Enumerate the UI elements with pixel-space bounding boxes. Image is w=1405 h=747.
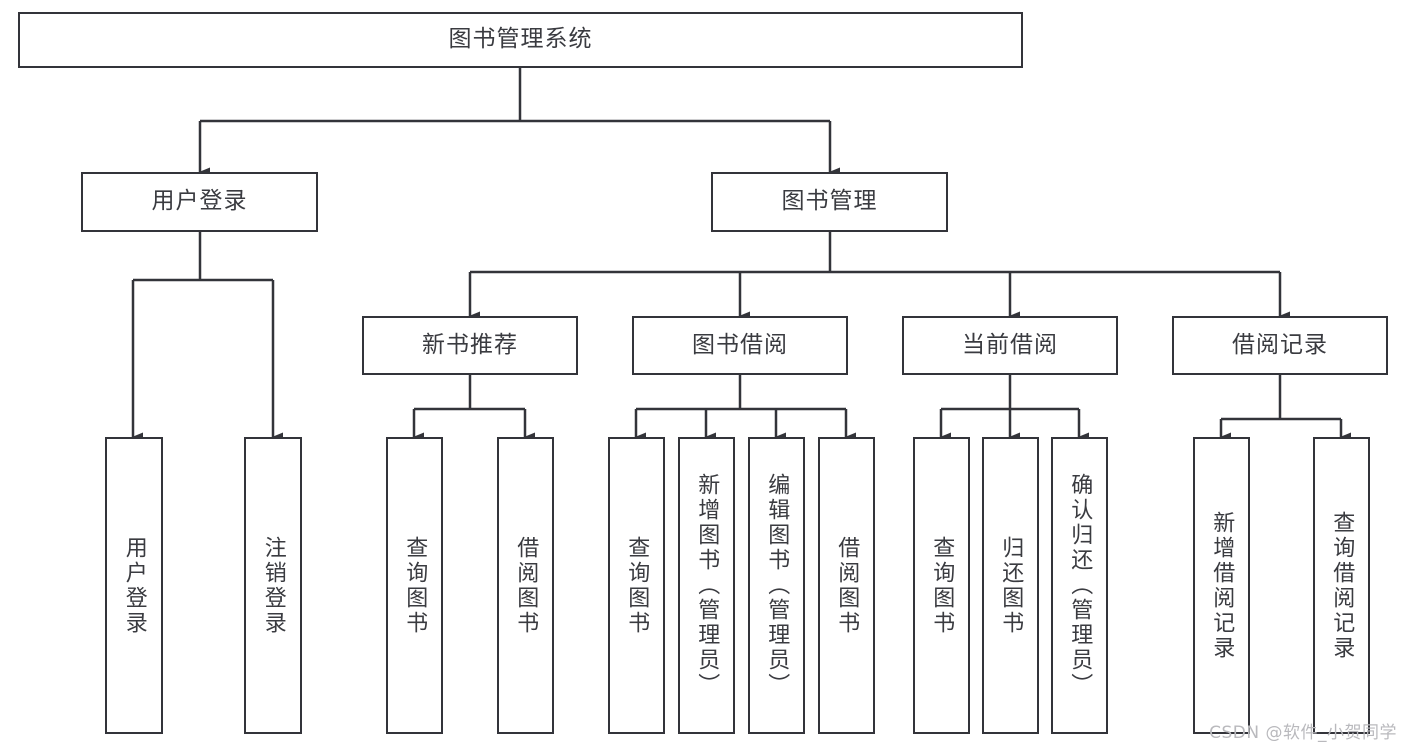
node-user-login[interactable]: 用户登录 [81, 172, 318, 232]
node-leaf-borrow-book-2[interactable]: 借阅图书 [818, 437, 875, 734]
node-leaf-user-logout-label: 注销登录 [260, 535, 286, 636]
node-leaf-query-book-1-label: 查询图书 [402, 535, 428, 636]
node-leaf-user-login[interactable]: 用户登录 [105, 437, 163, 734]
node-leaf-query-book-1[interactable]: 查询图书 [386, 437, 443, 734]
node-user-login-label: 用户登录 [151, 188, 248, 215]
node-leaf-user-logout[interactable]: 注销登录 [244, 437, 302, 734]
node-leaf-confirm-return[interactable]: 确认归还（管理员） [1051, 437, 1108, 734]
node-current-borrow-label: 当前借阅 [962, 331, 1058, 358]
node-leaf-return-book[interactable]: 归还图书 [982, 437, 1039, 734]
watermark: CSDN @软件_小贺同学 [1209, 723, 1397, 743]
node-leaf-edit-book[interactable]: 编辑图书（管理员） [748, 437, 805, 734]
node-leaf-query-book-3-label: 查询图书 [929, 535, 955, 636]
node-leaf-add-record-label: 新增借阅记录 [1209, 510, 1235, 661]
node-borrow-record[interactable]: 借阅记录 [1172, 316, 1388, 375]
node-leaf-borrow-book-2-label: 借阅图书 [834, 535, 860, 636]
node-leaf-add-record[interactable]: 新增借阅记录 [1193, 437, 1250, 734]
node-book-manage[interactable]: 图书管理 [711, 172, 948, 232]
node-leaf-add-book[interactable]: 新增图书（管理员） [678, 437, 735, 734]
node-leaf-query-book-2[interactable]: 查询图书 [608, 437, 665, 734]
node-new-book-recommend-label: 新书推荐 [422, 331, 518, 358]
node-leaf-edit-book-label: 编辑图书（管理员） [764, 473, 790, 698]
node-leaf-query-record[interactable]: 查询借阅记录 [1313, 437, 1370, 734]
node-leaf-return-book-label: 归还图书 [998, 535, 1024, 636]
node-borrow-record-label: 借阅记录 [1232, 331, 1328, 358]
node-current-borrow[interactable]: 当前借阅 [902, 316, 1118, 375]
node-leaf-confirm-return-label: 确认归还（管理员） [1067, 473, 1093, 698]
node-leaf-user-login-label: 用户登录 [121, 535, 147, 636]
node-leaf-query-book-2-label: 查询图书 [624, 535, 650, 636]
node-leaf-query-record-label: 查询借阅记录 [1329, 510, 1355, 661]
node-leaf-query-book-3[interactable]: 查询图书 [913, 437, 970, 734]
node-book-manage-label: 图书管理 [781, 188, 878, 215]
node-book-borrow[interactable]: 图书借阅 [632, 316, 848, 375]
node-root-label: 图书管理系统 [448, 26, 593, 53]
node-leaf-add-book-label: 新增图书（管理员） [694, 473, 720, 698]
node-leaf-borrow-book-1-label: 借阅图书 [513, 535, 539, 636]
node-book-borrow-label: 图书借阅 [692, 331, 788, 358]
node-new-book-recommend[interactable]: 新书推荐 [362, 316, 578, 375]
node-leaf-borrow-book-1[interactable]: 借阅图书 [497, 437, 554, 734]
node-root[interactable]: 图书管理系统 [18, 12, 1023, 68]
